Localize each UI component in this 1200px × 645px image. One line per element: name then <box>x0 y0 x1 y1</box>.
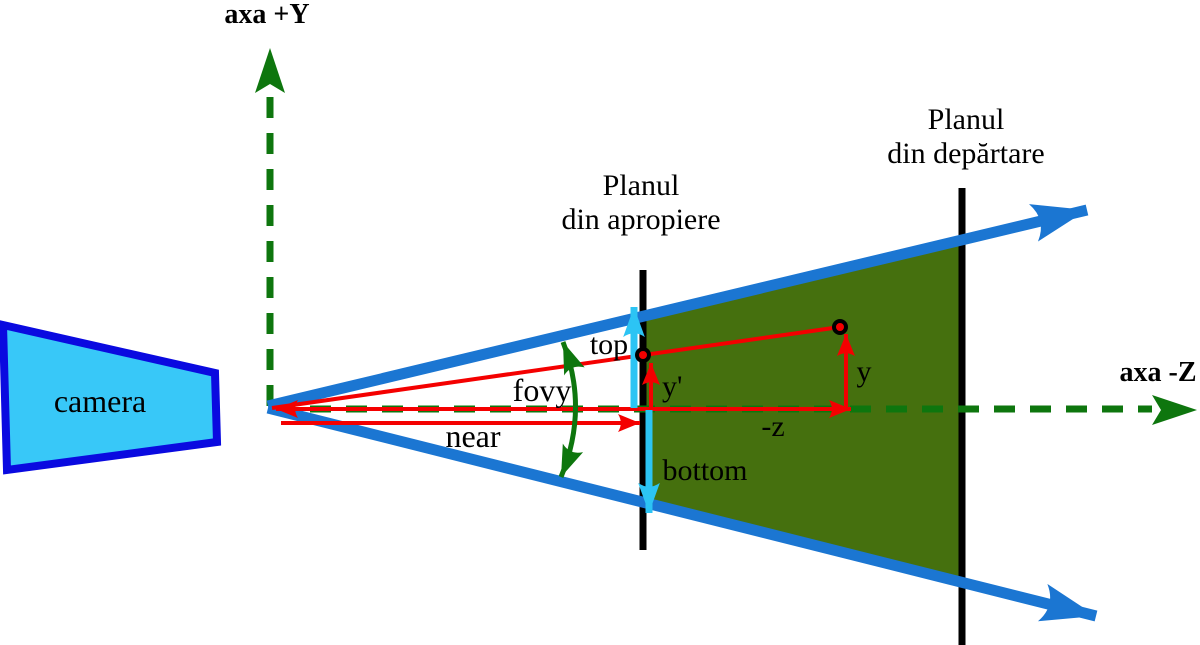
near-label: near <box>445 418 500 454</box>
projection-ray <box>271 325 841 410</box>
bottom-label: bottom <box>662 454 747 487</box>
z-axis-arrowhead-icon <box>1152 395 1197 425</box>
y-axis-arrowhead-icon <box>255 48 285 93</box>
near-plane-label: Planul din apropiere <box>561 169 720 236</box>
top-label: top <box>590 328 628 361</box>
frustum-lower-edge <box>266 402 1098 622</box>
camera-trapezoid <box>0 320 222 475</box>
camera-label: camera <box>54 383 146 419</box>
scene-point <box>832 319 848 335</box>
near-plane-point <box>635 347 651 363</box>
frustum-upper-edge <box>266 204 1089 412</box>
camera-shape: camera <box>0 320 222 475</box>
far-plane-label-line2: din depărtare <box>887 137 1044 170</box>
near-plane-label-line1: Planul <box>603 169 680 202</box>
y-prime-label: y' <box>662 370 682 403</box>
minus-z-label: -z <box>761 410 784 443</box>
z-axis-label: axa -Z <box>1120 357 1197 388</box>
fovy-label: fovy <box>513 372 572 408</box>
y-axis-label: axa +Y <box>224 0 309 30</box>
far-plane-label-line1: Planul <box>928 103 1005 136</box>
y-label: y <box>857 355 872 388</box>
far-plane-label: Planul din depărtare <box>887 103 1044 170</box>
y-axis <box>255 48 285 406</box>
near-plane-label-line2: din apropiere <box>561 203 720 236</box>
near-plane-extents <box>623 307 660 513</box>
fovy-angle-arc <box>558 341 585 478</box>
